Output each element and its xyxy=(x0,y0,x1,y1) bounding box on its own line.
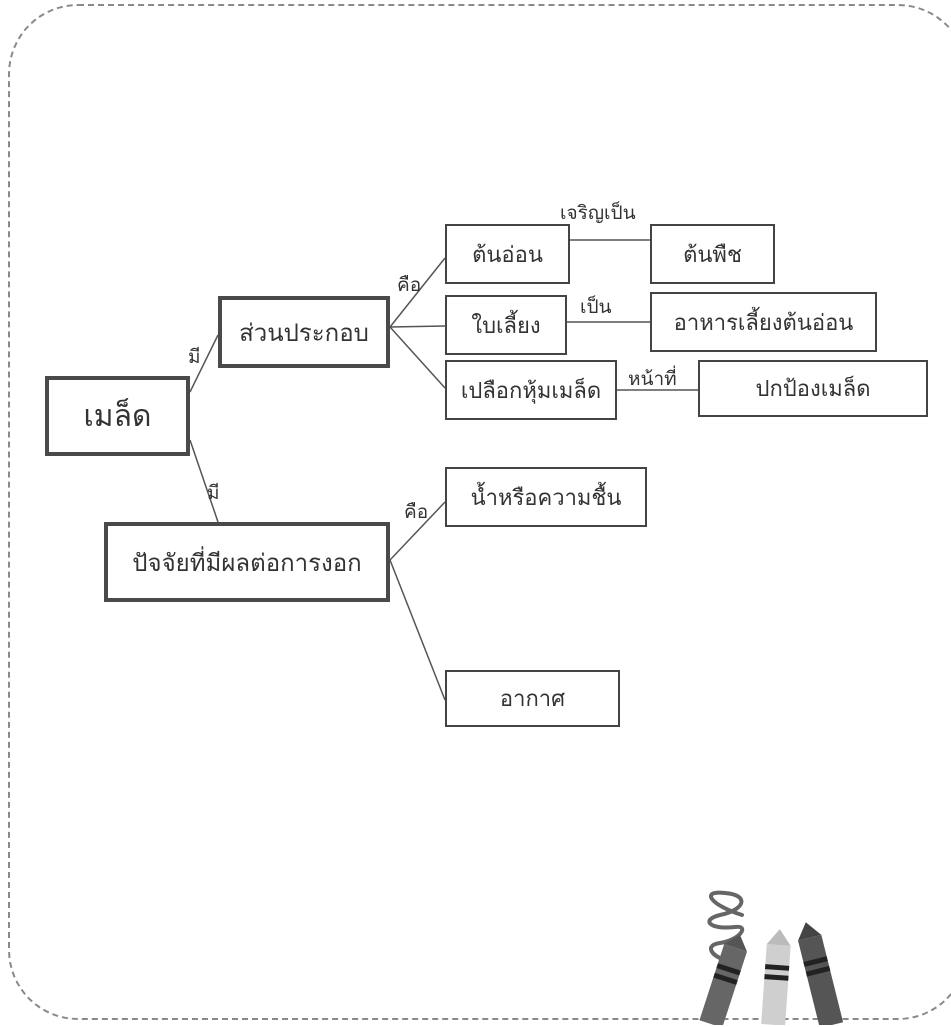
edge-label-is-2: คือ xyxy=(404,501,429,523)
line-factors-air xyxy=(389,559,446,701)
node-factors: ปัจจัยที่มีผลต่อการงอก xyxy=(104,522,390,602)
node-air: อากาศ xyxy=(445,670,620,727)
node-water: น้ำหรือความชื้น xyxy=(445,467,647,527)
node-seed-label: เมล็ด xyxy=(83,398,152,434)
node-factors-label: ปัจจัยที่มีผลต่อการงอก xyxy=(132,548,362,577)
node-food-label: อาหารเลี้ยงต้นอ่อน xyxy=(673,310,854,336)
crayons-illustration xyxy=(699,890,844,1025)
node-plant-label: ต้นพืช xyxy=(683,242,742,268)
edge-label-grows-into: เจริญเป็น xyxy=(560,202,636,224)
edge-label-has-2: มี xyxy=(207,482,220,504)
node-plant: ต้นพืช xyxy=(650,224,775,284)
node-seed: เมล็ด xyxy=(45,376,190,456)
line-parts-cotyledon xyxy=(389,325,446,328)
dashed-frame xyxy=(8,4,951,1020)
line-parts-seedcoat xyxy=(389,326,446,389)
line-root-factors xyxy=(189,439,219,523)
node-seedling: ต้นอ่อน xyxy=(445,224,570,284)
line-root-parts xyxy=(189,334,219,393)
node-food: อาหารเลี้ยงต้นอ่อน xyxy=(650,292,877,352)
node-parts-label: ส่วนประกอบ xyxy=(239,318,369,347)
node-seedling-label: ต้นอ่อน xyxy=(472,242,543,268)
edge-label-function: หน้าที่ xyxy=(628,368,677,390)
node-seed-coat: เปลือกหุ้มเมล็ด xyxy=(445,360,617,420)
edge-label-is-1: คือ xyxy=(397,274,422,296)
node-cotyledon: ใบเลี้ยง xyxy=(445,295,567,355)
node-protect-label: ปกป้องเมล็ด xyxy=(755,377,871,402)
node-parts: ส่วนประกอบ xyxy=(218,296,390,368)
node-air-label: อากาศ xyxy=(499,687,566,712)
node-protect: ปกป้องเมล็ด xyxy=(698,360,928,417)
line-factors-water xyxy=(389,501,446,561)
node-seed-coat-label: เปลือกหุ้มเมล็ด xyxy=(460,378,602,404)
node-cotyledon-label: ใบเลี้ยง xyxy=(471,313,541,339)
line-parts-seedling xyxy=(389,257,446,328)
node-water-label: น้ำหรือความชื้น xyxy=(470,485,622,511)
edge-label-has-1: มี xyxy=(188,346,201,368)
edge-label-is-a: เป็น xyxy=(580,296,612,318)
